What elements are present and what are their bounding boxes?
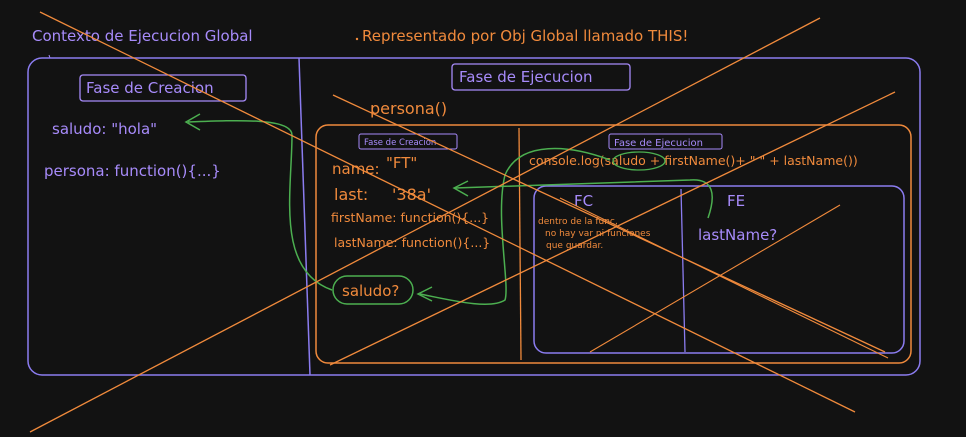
inner-fc-label: FC <box>574 192 593 210</box>
console-to-saludo-arrow <box>419 147 611 305</box>
global-divider <box>298 57 311 376</box>
inner-fc-note-2: no hay var ni funciones <box>545 229 651 239</box>
persona-creation-phase-label-box <box>358 133 458 150</box>
global-execution-phase-label-box <box>451 63 631 91</box>
saludo-lookup-arrow <box>187 119 333 291</box>
persona-execution-phase-label: Fase de Ejecucion <box>614 138 703 149</box>
global-context-box <box>27 57 921 376</box>
inner-divider <box>680 188 686 353</box>
persona-creation-phase-label: Fase de Creacion <box>364 138 436 148</box>
lastname-lookup-arrow <box>454 179 713 219</box>
inner-fc-note-3: que guardar. <box>546 241 603 251</box>
global-context-title: Contexto de Ejecucion Global <box>32 27 253 45</box>
global-persona-line: persona: function(){...} <box>44 162 221 180</box>
saludo-lookup-arrowhead <box>184 113 201 131</box>
global-creation-phase-label: Fase de Creacion <box>86 79 214 97</box>
persona-name-value: "FT" <box>386 154 417 172</box>
saludo-highlight <box>612 151 666 171</box>
inner-fe-question: lastName? <box>698 226 777 244</box>
persona-last-key: last: <box>334 185 368 204</box>
persona-context-title: persona() <box>370 99 447 118</box>
global-this-note: Representado por Obj Global llamado THIS… <box>362 27 688 45</box>
persona-execution-phase-label-box <box>608 133 723 150</box>
persona-context-box <box>315 124 912 364</box>
inner-fe-label: FE <box>727 192 745 210</box>
strike-line-2 <box>29 17 821 433</box>
saludo-question: saludo? <box>342 282 399 300</box>
persona-firstname-line: firstName: function(){...} <box>331 210 489 225</box>
strike-line-5 <box>559 197 889 359</box>
strike-line-3 <box>332 94 886 353</box>
console-log-line: console.log(saludo + firstName()+ " " + … <box>529 153 858 168</box>
strike-line-6 <box>589 204 841 353</box>
strike-line-1 <box>39 11 856 413</box>
lastname-lookup-arrowhead <box>452 180 469 197</box>
saludo-question-box <box>332 275 414 305</box>
global-creation-phase-label-box <box>79 74 247 102</box>
inner-fc-note-1: dentro de la func, <box>538 217 618 227</box>
inner-context-box <box>533 185 905 354</box>
global-execution-phase-label: Fase de Ejecucion <box>459 68 593 86</box>
global-saludo-line: saludo: "hola" <box>52 120 157 138</box>
persona-lastname-line: lastName: function(){...} <box>334 235 490 250</box>
note-dot <box>355 37 359 41</box>
persona-divider <box>518 127 522 361</box>
strike-line-4 <box>329 91 896 366</box>
console-to-saludo-arrowhead <box>416 286 433 302</box>
